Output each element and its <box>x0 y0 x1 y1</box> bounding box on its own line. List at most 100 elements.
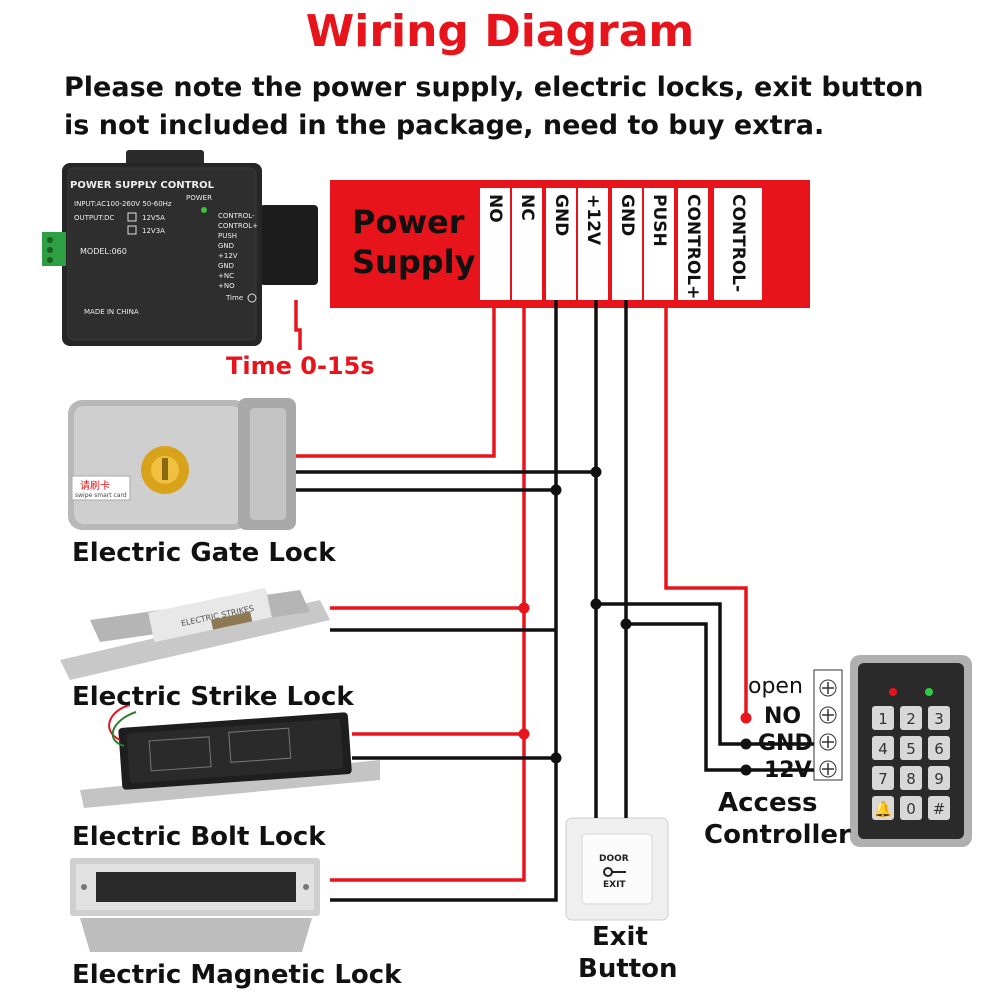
terminal-label: GND <box>551 194 571 237</box>
keypad-key-label: 6 <box>934 740 944 758</box>
magnetic-lock-label: Electric Magnetic Lock <box>72 960 402 990</box>
terminal-label: CONTROL+ <box>683 194 703 300</box>
terminal-slot <box>512 188 542 300</box>
psu-input: INPUT:AC100-260V 50-60Hz <box>74 200 172 208</box>
terminal-slot <box>546 188 576 300</box>
keypad-key <box>872 796 894 820</box>
psu-time: Time <box>225 294 243 302</box>
keypad-key <box>900 796 922 820</box>
exit-button-image: DOOR EXIT <box>565 817 669 921</box>
keypad-key-label: 2 <box>906 710 916 728</box>
exit-button-label-line2: Button <box>578 954 678 984</box>
exit-plate-top: DOOR <box>599 854 629 864</box>
gate-lock-sticker-en: swipe smart card <box>75 492 127 499</box>
terminal-slot <box>480 188 510 300</box>
keypad-key-label: # <box>933 800 946 818</box>
psu-opt1: 12V5A <box>142 214 165 222</box>
terminal-slot <box>578 188 608 300</box>
time-range-label: Time 0-15s <box>226 352 375 380</box>
psu-side-label: +NO <box>218 282 235 290</box>
psu-side-label: +12V <box>218 252 238 260</box>
keypad-key-label: 1 <box>878 710 888 728</box>
wire-junction <box>550 484 562 496</box>
wire-junction <box>620 618 632 630</box>
keypad-key <box>928 706 950 730</box>
wire <box>664 300 748 718</box>
keypad-key <box>928 766 950 790</box>
terminal-slot <box>678 188 708 300</box>
gate-lock-sticker-cn: 请刷卡 <box>80 479 110 492</box>
psu-side-label: GND <box>218 242 234 250</box>
psu-side-label: CONTROL- <box>218 212 255 220</box>
terminal-label: +12V <box>583 194 603 246</box>
psu-side-label: GND <box>218 262 234 270</box>
keypad-key-label: 9 <box>934 770 944 788</box>
psu-opt2: 12V3A <box>142 227 165 235</box>
diagram-title: Wiring Diagram <box>305 6 695 57</box>
psu-output: OUTPUT:DC <box>74 214 115 222</box>
keypad-key-label: 8 <box>906 770 916 788</box>
ac-terminal-no: NO <box>764 704 802 729</box>
terminal-label: NC <box>517 194 537 221</box>
keypad-key-label: 4 <box>878 740 888 758</box>
terminal-slot <box>612 188 642 300</box>
wire-junction <box>590 466 602 478</box>
keypad-key-label: 7 <box>878 770 888 788</box>
psu-heading: POWER SUPPLY CONTROL <box>70 180 215 191</box>
power-supply-label-line2: Supply <box>352 243 476 281</box>
keypad-key-label: 3 <box>934 710 944 728</box>
wire <box>330 300 526 882</box>
keypad-key-label: 5 <box>906 740 916 758</box>
psu-side-label: PUSH <box>218 232 237 240</box>
wire <box>626 622 814 772</box>
note-line-2: is not included in the package, need to … <box>64 110 825 141</box>
terminal-slot <box>644 188 674 300</box>
psu-power: POWER <box>186 194 212 202</box>
wire <box>296 300 496 458</box>
terminal-label: NO <box>485 194 505 223</box>
power-supply-label-line1: Power <box>352 203 465 241</box>
ac-terminal-open: open <box>748 674 803 699</box>
access-controller-terminal-strip <box>813 669 843 781</box>
keypad-key <box>928 796 950 820</box>
access-controller-label-line1: Access <box>718 788 818 818</box>
gate-lock-label: Electric Gate Lock <box>72 538 336 568</box>
electric-bolt-lock-image <box>80 704 380 808</box>
psu-side-label: +NC <box>218 272 234 280</box>
wire <box>596 602 814 746</box>
access-controller-label-line2: Controller <box>704 820 851 850</box>
strike-lock-label: Electric Strike Lock <box>72 682 354 712</box>
exit-plate-bottom: EXIT <box>603 880 626 890</box>
electric-magnetic-lock-image <box>70 858 320 952</box>
power-supply-device: POWER SUPPLY CONTROL POWER INPUT:AC100-2… <box>42 150 318 346</box>
wire-junction <box>740 738 752 750</box>
terminal-label: GND <box>617 194 637 237</box>
keypad-key <box>872 706 894 730</box>
wire-junction <box>740 764 752 776</box>
bolt-lock-label: Electric Bolt Lock <box>72 822 326 852</box>
power-supply-terminal-box <box>330 180 810 308</box>
psu-model: MODEL:060 <box>80 247 127 256</box>
wire-junction <box>550 752 562 764</box>
psu-made: MADE IN CHINA <box>84 308 139 316</box>
wire-junction <box>518 728 530 740</box>
terminal-label: CONTROL- <box>728 194 748 293</box>
keypad-key-label: 🔔 <box>874 800 893 818</box>
electric-strike-lock-image: ELECTRIC STRIKES <box>60 587 330 680</box>
wire-junction <box>590 598 602 610</box>
keypad-key <box>928 736 950 760</box>
ac-terminal-12v: 12V <box>764 758 812 783</box>
keypad-key <box>872 766 894 790</box>
keypad-key <box>900 706 922 730</box>
terminal-slot <box>714 188 762 300</box>
wire-junction <box>518 602 530 614</box>
keypad-key-label: 0 <box>906 800 916 818</box>
keypad-key <box>900 736 922 760</box>
ac-terminal-gnd: GND <box>758 731 813 756</box>
note-line-1: Please note the power supply, electric l… <box>64 72 924 103</box>
electric-gate-lock-image: 请刷卡 swipe smart card <box>68 398 296 530</box>
exit-button-label-line1: Exit <box>592 922 648 952</box>
keypad-key <box>900 766 922 790</box>
